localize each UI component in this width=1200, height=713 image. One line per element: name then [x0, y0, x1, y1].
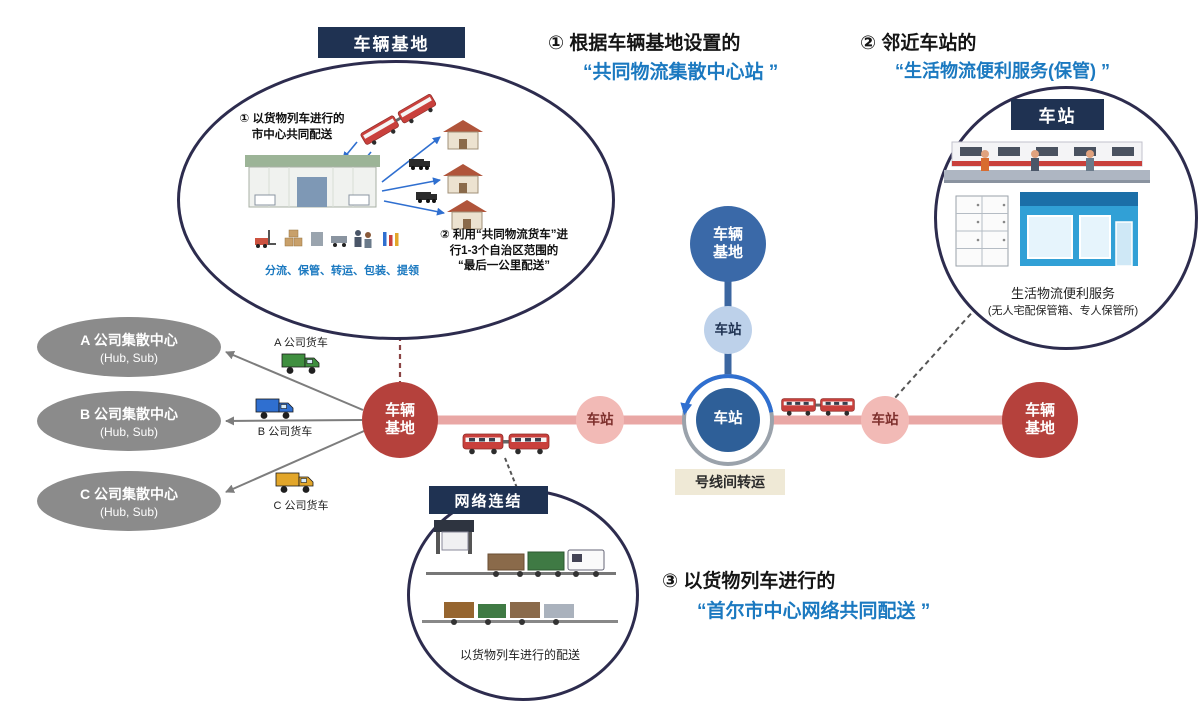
- logistics-functions-label: 分流、保管、转运、包装、提领: [265, 265, 419, 277]
- train-1-icon: [462, 433, 550, 455]
- company-sub: (Hub, Sub): [99, 424, 159, 439]
- station-caption-line1: 生活物流便利服务: [1010, 286, 1115, 301]
- network-bubble-title: 网络连结: [429, 486, 548, 514]
- freight-train-icon: [360, 94, 437, 145]
- company-name: B 公司集散中心: [80, 405, 178, 422]
- truck-c-label: C 公司货车: [273, 500, 329, 512]
- loading-crane-icon: [434, 520, 474, 554]
- station-bubble-connector: [893, 306, 978, 400]
- platform-icon: [944, 141, 1150, 183]
- depot-last-mile-note: ② 利用“共同物流货车”进 行1-3个自治区范围的 “最后一公里配送”: [440, 229, 568, 273]
- note-1-line2: “共同物流集散中心站 ”: [583, 62, 779, 83]
- flow-arrow: [381, 177, 441, 192]
- company-name: C 公司集散中心: [80, 485, 178, 502]
- flow-arrow: [383, 200, 445, 216]
- truck-b-icon: [255, 398, 294, 419]
- transfer-label: 号线间转运: [675, 469, 785, 495]
- depot-bubble: [177, 60, 615, 340]
- arrow-to-company-b: [225, 416, 363, 426]
- note-2-line2: “生活物流便利服务(保管) ”: [895, 61, 1110, 81]
- truck-c-icon: [275, 472, 314, 493]
- store-icon: [1020, 192, 1138, 267]
- container-train-icon: [487, 549, 605, 577]
- house-icon: [443, 164, 483, 194]
- station-mid-node: 车站: [704, 306, 752, 354]
- delivery-truck-icon: [416, 192, 437, 203]
- truck-a-body: [281, 353, 320, 368]
- truck-c-body: [275, 472, 314, 487]
- station-left-node: 车站: [576, 396, 624, 444]
- train-2-icon: [781, 398, 855, 416]
- station-center-node: 车站: [696, 388, 760, 452]
- network-bubble: [407, 489, 639, 701]
- network-bubble-connector: [504, 457, 518, 489]
- truck-b-label: B 公司货车: [257, 426, 313, 438]
- station-right-node: 车站: [861, 396, 909, 444]
- note-2-line1: ② 邻近车站的: [860, 33, 977, 54]
- house-icon: [447, 200, 487, 230]
- container-wagons-icon: [444, 602, 574, 625]
- network-caption: 以货物列车进行的配送: [459, 648, 580, 662]
- note-3-line2: “首尔市中心网络共同配送 ”: [697, 601, 931, 622]
- depot-top-node: 车辆 基地: [690, 206, 766, 282]
- house-icon: [443, 120, 483, 150]
- note-3-line1: ③ 以货物列车进行的: [662, 571, 836, 592]
- arrow-to-company-a: [225, 350, 364, 411]
- depot-right-node: 车辆 基地: [1002, 382, 1078, 458]
- company-sub: (Hub, Sub): [99, 350, 159, 365]
- delivery-truck-icon: [409, 159, 430, 170]
- station-caption-line2: (无人宅配保管箱、专人保管所): [987, 305, 1139, 317]
- station-bubble-title: 车站: [1011, 99, 1104, 130]
- company-a-hub: A 公司集散中心 (Hub, Sub): [37, 317, 221, 377]
- arrow-to-company-c: [225, 430, 365, 493]
- depot-bubble-illustration: [245, 94, 487, 248]
- company-sub: (Hub, Sub): [99, 504, 159, 519]
- truck-a-label: A 公司货车: [274, 337, 328, 349]
- warehouse-icon: [245, 155, 380, 208]
- equipment-icons: [255, 229, 399, 248]
- station-bubble-illustration: [944, 141, 1150, 267]
- company-b-hub: B 公司集散中心 (Hub, Sub): [37, 391, 221, 451]
- transfer-arrow-icon: [680, 374, 774, 416]
- company-name: A 公司集散中心: [80, 331, 178, 348]
- note-1-line1: ① 根据车辆基地设置的: [548, 33, 741, 54]
- network-bubble-illustration: [422, 520, 618, 625]
- depot-rail-note: ① 以货物列车进行的 市中心共同配送: [239, 113, 345, 141]
- company-c-hub: C 公司集散中心 (Hub, Sub): [37, 471, 221, 531]
- depot-bubble-title: 车辆基地: [318, 27, 465, 58]
- truck-b-body: [255, 398, 294, 413]
- locker-icon: [955, 195, 1009, 267]
- truck-a-icon: [281, 353, 320, 374]
- depot-left-node: 车辆 基地: [362, 382, 438, 458]
